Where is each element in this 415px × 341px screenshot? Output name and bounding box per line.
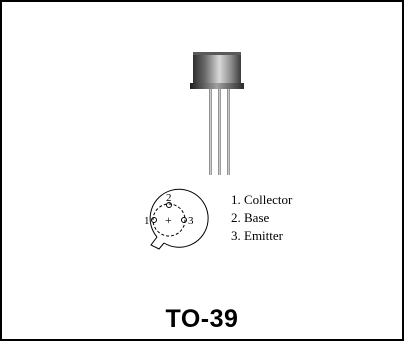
can-body <box>190 52 244 89</box>
pin-label-base: 2. Base <box>231 210 270 225</box>
pinout-symbol <box>149 188 209 250</box>
pin-legend: 1. Collector 2. Base 3. Emitter <box>231 191 292 245</box>
pin-circle-1 <box>151 217 157 223</box>
pin-label-emitter: 3. Emitter <box>231 228 283 243</box>
pin-circle-3 <box>181 217 187 223</box>
center-mark: + <box>165 213 172 227</box>
pin-number-1: 1 <box>144 215 150 227</box>
diagram-frame <box>0 0 404 341</box>
lead-3 <box>227 89 230 175</box>
pin-circle-2 <box>166 202 172 208</box>
outer-outline <box>149 188 209 248</box>
orientation-tab <box>150 236 165 250</box>
pin-label-collector: 1. Collector <box>231 192 293 207</box>
lead-1 <box>209 89 212 175</box>
lead-2 <box>218 89 221 175</box>
package-name: TO-39 <box>165 305 239 333</box>
leads <box>209 89 230 175</box>
pin-number-2: 2 <box>166 192 172 204</box>
frame-bottom-edge <box>0 339 404 341</box>
inner-circle <box>152 203 186 237</box>
pin-number-3: 3 <box>188 215 194 227</box>
